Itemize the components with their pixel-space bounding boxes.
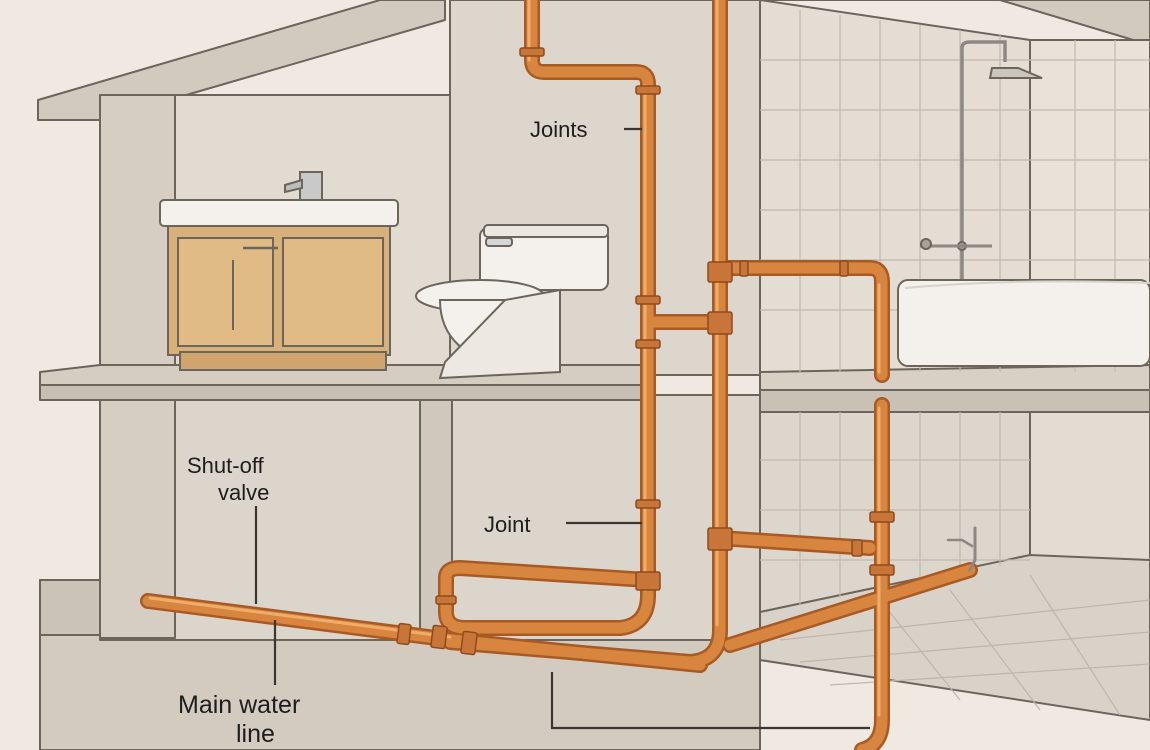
joint-fitting bbox=[707, 527, 733, 551]
label-main-line2: line bbox=[236, 720, 275, 748]
shower-icon bbox=[920, 40, 1043, 285]
label-shutoff-line1: Shut-off bbox=[187, 453, 265, 478]
joint-fitting bbox=[739, 260, 749, 277]
bathtub-icon bbox=[897, 279, 1150, 367]
label-shutoff-line2: valve bbox=[218, 480, 269, 505]
upper-floor-right bbox=[759, 364, 1150, 396]
upper-floor-left-edge bbox=[39, 384, 651, 401]
label-main-line1: Main water bbox=[178, 691, 300, 719]
label-joints: Joints bbox=[530, 117, 587, 142]
callout-lines bbox=[254, 127, 870, 730]
house-structure bbox=[37, 0, 1150, 750]
joint-fitting bbox=[707, 311, 733, 335]
joint-fitting bbox=[430, 624, 448, 650]
joint-fitting bbox=[851, 539, 863, 557]
pillar-left-upper bbox=[99, 94, 176, 371]
joint-fitting bbox=[519, 47, 545, 57]
joint-fitting bbox=[707, 261, 733, 283]
joint-fitting bbox=[635, 85, 661, 95]
vanity bbox=[159, 171, 399, 371]
joint-fitting bbox=[435, 595, 457, 605]
joint-fitting bbox=[635, 295, 661, 305]
pipe-fittings bbox=[396, 47, 895, 656]
bottom-leader bbox=[550, 672, 870, 730]
roof-left bbox=[37, 0, 446, 121]
toilet-icon bbox=[415, 224, 609, 380]
copper-pipes bbox=[140, 0, 978, 750]
sink-icon bbox=[159, 171, 399, 227]
joint-fitting bbox=[869, 511, 895, 523]
joint-fitting bbox=[460, 630, 478, 656]
upper-floor-right-edge bbox=[759, 389, 1150, 413]
joint-fitting bbox=[635, 571, 661, 591]
joint-fitting bbox=[635, 499, 661, 509]
cabinet-icon bbox=[167, 224, 391, 371]
label-joint: Joint bbox=[484, 512, 530, 537]
joint-fitting bbox=[869, 564, 895, 576]
joint-fitting bbox=[839, 260, 849, 277]
roof-right bbox=[759, 0, 1150, 46]
base-skirting bbox=[39, 579, 101, 636]
joint-fitting bbox=[396, 622, 412, 646]
lower-right-back bbox=[1029, 411, 1150, 563]
joint-fitting bbox=[635, 339, 661, 349]
